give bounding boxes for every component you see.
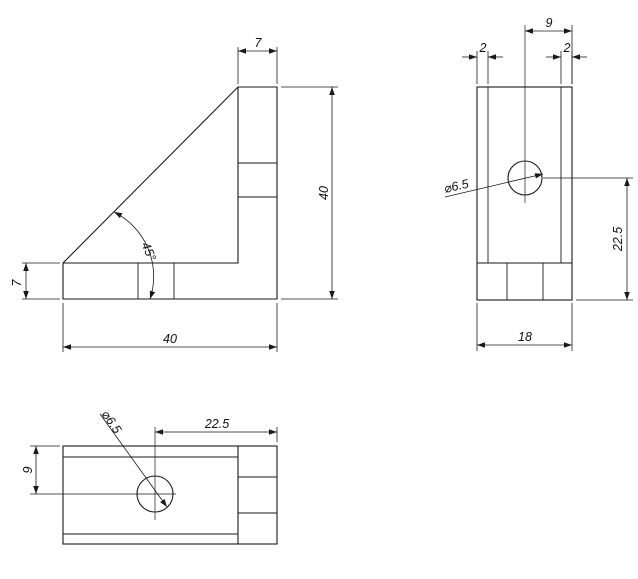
dim-text-front-hole-diameter: ⌀6.5 xyxy=(443,177,470,196)
top-view: 22.5 ⌀6.5 9 xyxy=(21,408,278,545)
dimension-front-right-margin: 2 xyxy=(546,41,587,84)
dimension-front-width: 18 xyxy=(476,303,573,351)
dimension-width: 40 xyxy=(62,303,278,352)
dimension-top-hole-distance: 22.5 xyxy=(155,417,278,442)
dim-text-front-hole-offset: 9 xyxy=(546,16,553,30)
side-outline xyxy=(62,86,278,300)
dimension-front-hole-diameter: ⌀6.5 xyxy=(443,173,544,198)
dim-text-top-hole-offset: 9 xyxy=(21,466,35,473)
dim-text-bottom-thickness: 7 xyxy=(10,278,24,286)
top-outline xyxy=(62,445,278,545)
dimension-top-hole-offset: 9 xyxy=(21,445,60,494)
dim-text-top-hole-diameter: ⌀6.5 xyxy=(99,408,125,436)
dim-text-width: 40 xyxy=(163,332,177,346)
front-outline xyxy=(476,86,573,301)
dim-text-top-thickness: 7 xyxy=(255,36,263,50)
dim-text-front-width: 18 xyxy=(518,330,532,344)
dimension-height: 40 xyxy=(281,86,338,300)
dimension-bottom-thickness: 7 xyxy=(10,262,60,300)
front-view: 9 2 2 ⌀6.5 22.5 xyxy=(443,16,633,351)
dim-text-height: 40 xyxy=(317,186,331,200)
dim-text-angle: 45° xyxy=(139,240,159,263)
side-view: 7 40 7 40 45° xyxy=(10,36,338,352)
dim-text-front-left-margin: 2 xyxy=(479,41,487,55)
dimension-front-left-margin: 2 xyxy=(462,41,503,84)
dimension-front-hole-height: 22.5 xyxy=(543,177,633,301)
dim-text-front-hole-height: 22.5 xyxy=(611,227,625,252)
dim-text-top-hole-distance: 22.5 xyxy=(204,417,229,431)
dimension-angle: 45° xyxy=(113,211,159,300)
dim-text-front-right-margin: 2 xyxy=(563,41,571,55)
dimension-top-thickness: 7 xyxy=(237,36,278,84)
